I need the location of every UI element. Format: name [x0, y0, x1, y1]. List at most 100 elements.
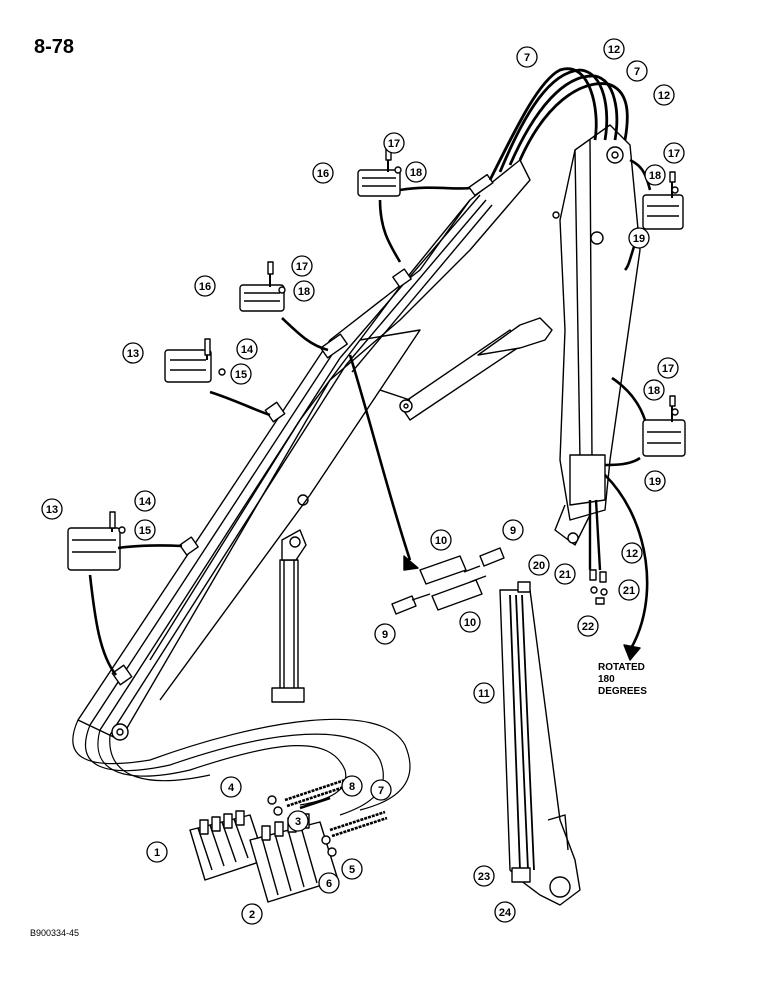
- callout-circle: [577, 615, 599, 637]
- callout-circle: [626, 60, 648, 82]
- callout-label: 10: [435, 535, 447, 547]
- fittings-21-22: [589, 569, 608, 605]
- callout-7: 7: [626, 60, 648, 82]
- clamp-block-13a: [164, 342, 212, 383]
- callout-circle: [494, 901, 516, 923]
- callout-label: 15: [139, 525, 151, 537]
- callout-18: 18: [405, 161, 427, 183]
- callout-label: 12: [608, 44, 620, 56]
- rotated-note-line-2: 180: [598, 674, 615, 685]
- callout-circle: [663, 142, 685, 164]
- callout-circle: [405, 161, 427, 183]
- callout-label: 13: [127, 348, 139, 360]
- callout-circle: [528, 554, 550, 576]
- callout-3: 3: [287, 810, 309, 832]
- callout-22: 22: [577, 615, 599, 637]
- callout-13: 13: [122, 342, 144, 364]
- callout-label: 11: [478, 688, 490, 700]
- callout-9: 9: [374, 623, 396, 645]
- stick-arm: [552, 124, 641, 546]
- callout-circle: [293, 280, 315, 302]
- callout-18: 18: [293, 280, 315, 302]
- callout-7: 7: [370, 779, 392, 801]
- callout-circle: [287, 810, 309, 832]
- fittings: [391, 547, 505, 615]
- callout-label: 9: [382, 629, 388, 641]
- callout-12: 12: [603, 38, 625, 60]
- rotated-note: ROTATED 180 DEGREES: [598, 662, 647, 698]
- callout-8: 8: [341, 775, 363, 797]
- callout-circle: [134, 519, 156, 541]
- callout-label: 7: [524, 52, 530, 64]
- upper-hose-loop: [488, 67, 629, 181]
- callout-circle: [230, 363, 252, 385]
- callout-label: 18: [649, 170, 661, 182]
- callout-18: 18: [643, 379, 665, 401]
- callout-9: 9: [502, 519, 524, 541]
- rotated-note-line-1: ROTATED: [598, 662, 645, 673]
- callout-label: 21: [623, 585, 635, 597]
- callout-label: 16: [317, 168, 329, 180]
- callout-label: 18: [410, 167, 422, 179]
- callout-circle: [241, 903, 263, 925]
- callout-15: 15: [230, 363, 252, 385]
- callout-21: 21: [554, 563, 576, 585]
- clamp-block-16a: [357, 160, 401, 197]
- callout-label: 4: [228, 782, 235, 794]
- callout-24: 24: [494, 901, 516, 923]
- callout-circle: [657, 357, 679, 379]
- callout-circle: [41, 498, 63, 520]
- callout-10: 10: [430, 529, 452, 551]
- callout-label: 18: [648, 385, 660, 397]
- callout-circle: [236, 338, 258, 360]
- callout-circle: [621, 542, 643, 564]
- callout-16: 16: [194, 275, 216, 297]
- callout-label: 17: [296, 261, 308, 273]
- callout-17: 17: [663, 142, 685, 164]
- callout-circle: [194, 275, 216, 297]
- callout-16: 16: [312, 162, 334, 184]
- callout-circle: [318, 872, 340, 894]
- callout-label: 13: [46, 504, 58, 516]
- callout-circle: [473, 682, 495, 704]
- callout-circle: [603, 38, 625, 60]
- bucket-cylinder: [271, 529, 307, 703]
- callout-5: 5: [341, 858, 363, 880]
- control-valve-1: [189, 810, 266, 881]
- callout-label: 19: [633, 233, 645, 245]
- callout-circle: [502, 519, 524, 541]
- callout-23: 23: [473, 865, 495, 887]
- callout-14: 14: [134, 490, 156, 512]
- callout-1: 1: [146, 841, 168, 863]
- callout-label: 19: [649, 476, 661, 488]
- callout-label: 12: [658, 90, 670, 102]
- boom-cylinder: [379, 317, 553, 421]
- callout-label: 5: [349, 864, 355, 876]
- callout-circle: [473, 865, 495, 887]
- rotated-note-line-3: DEGREES: [598, 686, 647, 697]
- callout-circle: [554, 563, 576, 585]
- callout-17: 17: [383, 132, 405, 154]
- callout-17: 17: [291, 255, 313, 277]
- callout-label: 9: [510, 525, 516, 537]
- callout-circle: [146, 841, 168, 863]
- callout-12: 12: [653, 84, 675, 106]
- callout-label: 17: [388, 138, 400, 150]
- callout-7: 7: [516, 46, 538, 68]
- callout-2: 2: [241, 903, 263, 925]
- callout-circle: [643, 379, 665, 401]
- callout-11: 11: [473, 682, 495, 704]
- callout-label: 1: [154, 847, 160, 859]
- callout-label: 10: [464, 617, 476, 629]
- callout-circle: [628, 227, 650, 249]
- callout-label: 2: [249, 909, 255, 921]
- callout-19: 19: [644, 470, 666, 492]
- callout-circle: [430, 529, 452, 551]
- callout-label: 17: [662, 363, 674, 375]
- page-number: 8-78: [34, 36, 75, 58]
- callout-circle: [341, 858, 363, 880]
- callout-circle: [220, 776, 242, 798]
- callout-circle: [312, 162, 334, 184]
